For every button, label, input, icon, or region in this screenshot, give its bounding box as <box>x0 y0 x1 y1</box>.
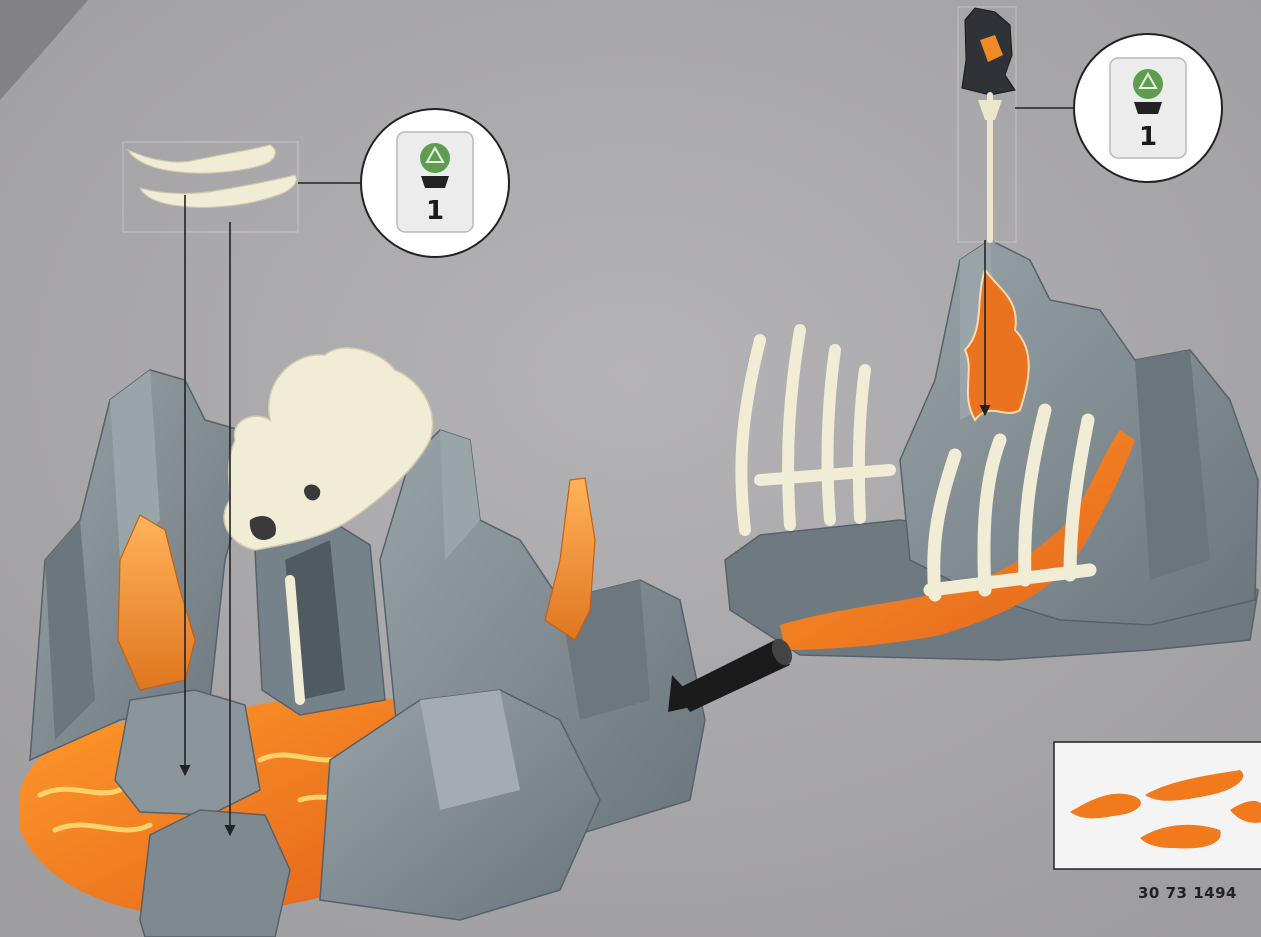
bag-number-left: 1 <box>415 196 455 226</box>
rock-front-block-2 <box>140 810 290 937</box>
bag-callout-left <box>361 109 509 257</box>
part-number: 30 73 1494 <box>1138 884 1258 902</box>
lava-pieces-inset <box>1054 742 1261 869</box>
bag-number-right: 1 <box>1128 122 1168 152</box>
bag-callout-right <box>1074 34 1222 182</box>
rock-front-block-1 <box>115 690 260 815</box>
